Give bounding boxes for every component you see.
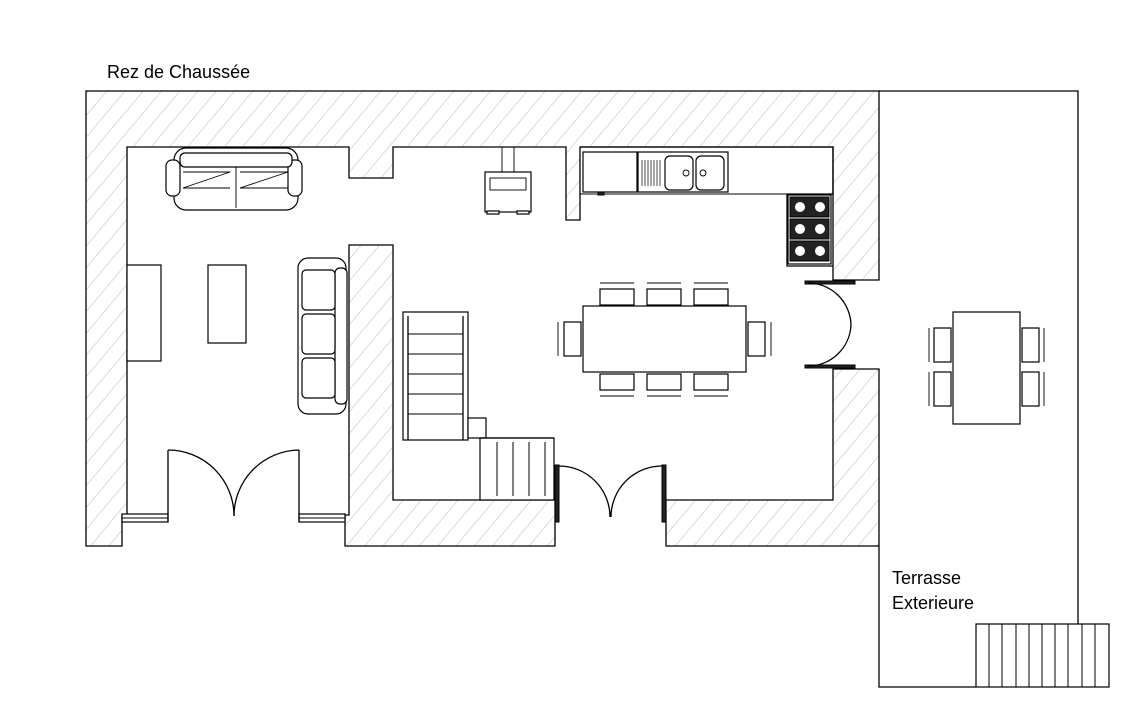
sofa-top <box>165 147 303 211</box>
sofa-right <box>297 257 348 415</box>
terrace-table <box>952 311 1021 425</box>
terrace-outline <box>878 90 1079 688</box>
dining-table <box>582 305 747 373</box>
double-door-dining <box>554 464 667 523</box>
terrace-steps <box>975 623 1110 688</box>
plan-title: Rez de Chaussée <box>107 62 250 82</box>
terrace-label-line1: Terrasse <box>892 568 961 588</box>
terrace-label-line2: Exterieure <box>892 593 974 613</box>
dining-chairs <box>557 282 772 397</box>
window-left-wall <box>126 264 162 362</box>
double-door-living-room <box>167 449 300 522</box>
coffee-table <box>207 264 247 344</box>
double-sink <box>637 151 729 193</box>
window-bottom-left <box>121 513 169 523</box>
window-bottom-right <box>298 513 346 523</box>
terrace-chairs <box>928 327 1045 407</box>
wood-stove <box>484 146 532 215</box>
double-door-terrace <box>804 280 856 369</box>
kitchen-counter <box>580 146 834 267</box>
staircase <box>402 311 555 501</box>
gas-cooktop <box>787 194 832 265</box>
